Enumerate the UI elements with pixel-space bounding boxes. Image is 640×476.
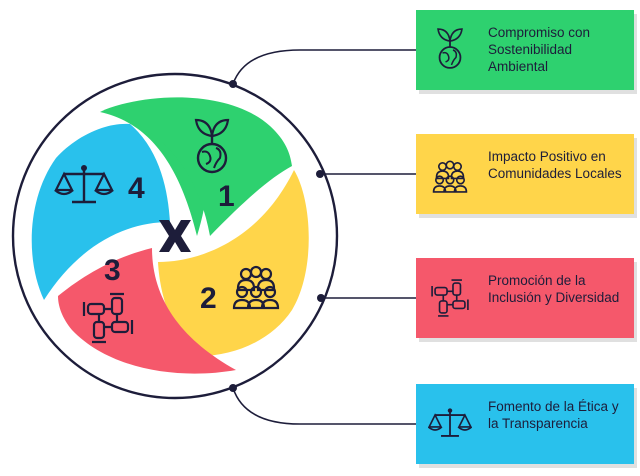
segment-number-1: 1 (218, 180, 235, 213)
card-label: Impacto Positivo en Comunidades Locales (488, 149, 622, 181)
card-label: Compromiso con Sostenibilidad Ambiental (488, 25, 591, 74)
card-label: Fomento de la Ética y la Transparencia (488, 399, 619, 431)
segment-4[interactable] (31, 123, 171, 300)
card-inclusion[interactable]: Promoción de la Inclusión y Diversidad (416, 258, 634, 338)
balance-scale-icon (428, 407, 472, 437)
joined-hands-icon (431, 279, 469, 317)
ring-dot-4 (229, 384, 237, 392)
ring-dot-3 (317, 294, 325, 302)
segment-2[interactable] (158, 170, 309, 356)
segment-number-4: 4 (128, 172, 145, 205)
leaf-globe-icon (437, 28, 463, 69)
ring-dot-2 (316, 170, 324, 178)
card-label: Promoción de la Inclusión y Diversidad (488, 273, 620, 305)
connector-line-4 (232, 387, 416, 425)
segment-number-2: 2 (200, 282, 217, 315)
segment-number-3: 3 (104, 254, 121, 287)
ring-dot-1 (229, 80, 237, 88)
connector-line-1 (232, 49, 416, 85)
center-x-logo (159, 220, 191, 252)
card-sostenibilidad[interactable]: Compromiso con Sostenibilidad Ambiental (416, 10, 634, 90)
card-etica[interactable]: Fomento de la Ética y la Transparencia (416, 384, 634, 464)
segment-1-main[interactable] (104, 97, 292, 237)
card-comunidades[interactable]: Impacto Positivo en Comunidades Locales (416, 134, 634, 214)
community-group-icon (432, 160, 468, 193)
outer-ring (11, 72, 339, 400)
